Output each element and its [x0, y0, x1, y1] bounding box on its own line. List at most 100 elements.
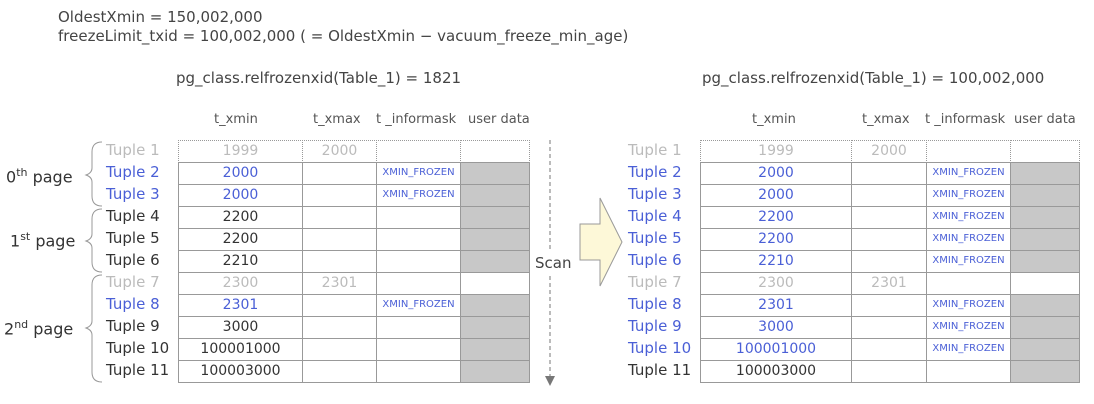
tuple-label: Tuple 4	[628, 207, 682, 225]
cell-t-xmin: 2300	[700, 272, 852, 295]
cell-t-xmax: 2301	[851, 272, 927, 295]
cell-infomask	[376, 316, 461, 339]
cell-infomask: XMIN_FROZEN	[926, 206, 1011, 229]
tuple-label: Tuple 8	[106, 295, 160, 313]
cell-t-xmin: 2200	[700, 228, 852, 251]
cell-infomask	[926, 272, 1011, 295]
cell-t-xmin: 2300	[178, 272, 303, 295]
tuple-label: Tuple 6	[628, 251, 682, 269]
cell-infomask: XMIN_FROZEN	[926, 338, 1011, 361]
tuple-label: Tuple 1	[106, 141, 160, 159]
left-col-header-xmin: t_xmin	[214, 112, 258, 127]
cell-t-xmax	[302, 294, 377, 317]
cell-infomask: XMIN_FROZEN	[926, 162, 1011, 185]
left-relfrozenxid-title: pg_class.relfrozenxid(Table_1) = 1821	[176, 69, 462, 87]
tuple-label: Tuple 2	[106, 163, 160, 181]
tuple-label: Tuple 6	[106, 251, 160, 269]
tuple-label: Tuple 3	[106, 185, 160, 203]
cell-user-data	[460, 360, 530, 383]
cell-user-data	[460, 206, 530, 229]
cell-t-xmin: 1999	[700, 140, 852, 163]
cell-t-xmax	[851, 294, 927, 317]
cell-t-xmax	[851, 360, 927, 383]
cell-user-data	[1010, 162, 1080, 185]
cell-t-xmin: 3000	[178, 316, 303, 339]
cell-user-data	[1010, 294, 1080, 317]
cell-t-xmax	[851, 206, 927, 229]
cell-t-xmin: 2000	[700, 184, 852, 207]
cell-infomask: XMIN_FROZEN	[376, 184, 461, 207]
cell-t-xmax: 2301	[302, 272, 377, 295]
scan-label: Scan	[535, 254, 572, 272]
cell-infomask	[376, 228, 461, 251]
cell-user-data	[1010, 184, 1080, 207]
cell-user-data	[1010, 206, 1080, 229]
cell-t-xmax	[851, 250, 927, 273]
cell-t-xmax	[851, 162, 927, 185]
cell-user-data	[460, 140, 530, 163]
cell-t-xmax	[851, 228, 927, 251]
left-col-header-xmax: t_xmax	[313, 112, 361, 127]
cell-t-xmax	[302, 184, 377, 207]
page-0-brace	[84, 141, 103, 207]
cell-user-data	[460, 272, 530, 295]
right-col-header-userdata: user data	[1014, 112, 1076, 127]
cell-user-data	[460, 162, 530, 185]
tuple-label: Tuple 9	[106, 317, 160, 335]
cell-infomask: XMIN_FROZEN	[926, 228, 1011, 251]
freeze-limit-text: freezeLimit_txid = 100,002,000 ( = Oldes…	[58, 27, 629, 45]
tuple-label: Tuple 2	[628, 163, 682, 181]
page-1-label: 1st page	[10, 230, 76, 251]
cell-t-xmin: 2200	[700, 206, 852, 229]
cell-t-xmax	[302, 228, 377, 251]
tuple-label: Tuple 9	[628, 317, 682, 335]
cell-infomask	[926, 140, 1011, 163]
left-col-header-infomask: t _informask	[376, 112, 457, 127]
cell-user-data	[460, 294, 530, 317]
cell-infomask: XMIN_FROZEN	[376, 294, 461, 317]
cell-t-xmin: 2200	[178, 228, 303, 251]
cell-user-data	[1010, 140, 1080, 163]
cell-t-xmin: 2210	[178, 250, 303, 273]
right-col-header-xmin: t_xmin	[752, 112, 796, 127]
tuple-label: Tuple 5	[628, 229, 682, 247]
cell-infomask	[376, 338, 461, 361]
tuple-label: Tuple 10	[106, 339, 170, 357]
cell-t-xmin: 3000	[700, 316, 852, 339]
cell-infomask	[376, 206, 461, 229]
cell-user-data	[460, 338, 530, 361]
cell-t-xmin: 100003000	[178, 360, 303, 383]
cell-t-xmin: 2200	[178, 206, 303, 229]
scan-down-arrow	[545, 140, 555, 386]
tuple-label: Tuple 5	[106, 229, 160, 247]
cell-t-xmin: 2000	[178, 184, 303, 207]
page-2-label: 2nd page	[4, 318, 74, 339]
cell-user-data	[1010, 250, 1080, 273]
cell-t-xmin: 1999	[178, 140, 303, 163]
cell-infomask: XMIN_FROZEN	[926, 316, 1011, 339]
tuple-label: Tuple 4	[106, 207, 160, 225]
cell-user-data	[1010, 360, 1080, 383]
cell-t-xmin: 2301	[178, 294, 303, 317]
cell-t-xmax	[302, 316, 377, 339]
cell-infomask: XMIN_FROZEN	[926, 184, 1011, 207]
cell-infomask	[376, 250, 461, 273]
cell-t-xmin: 100001000	[178, 338, 303, 361]
cell-user-data	[460, 316, 530, 339]
cell-t-xmin: 100001000	[700, 338, 852, 361]
cell-t-xmax	[851, 338, 927, 361]
cell-t-xmax	[302, 206, 377, 229]
cell-infomask: XMIN_FROZEN	[926, 294, 1011, 317]
cell-t-xmin: 2301	[700, 294, 852, 317]
tuple-label: Tuple 7	[106, 273, 160, 291]
cell-infomask	[376, 272, 461, 295]
right-col-header-infomask: t _informask	[925, 112, 1006, 127]
oldest-xmin-text: OldestXmin = 150,002,000	[58, 8, 263, 26]
cell-user-data	[1010, 228, 1080, 251]
tuple-label: Tuple 11	[106, 361, 170, 379]
cell-user-data	[1010, 316, 1080, 339]
cell-t-xmin: 2000	[700, 162, 852, 185]
page-1-brace	[84, 208, 103, 273]
cell-t-xmax	[302, 250, 377, 273]
tuple-label: Tuple 1	[628, 141, 682, 159]
